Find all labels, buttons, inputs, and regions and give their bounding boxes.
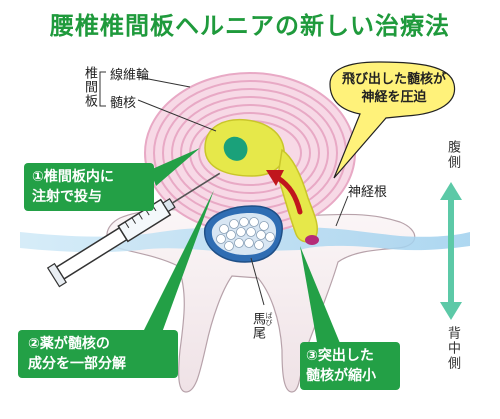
drug-spot <box>223 136 248 161</box>
step3-box <box>300 342 400 390</box>
callout-line-2: 神経を圧迫 <box>361 90 427 105</box>
callout-line-1: 飛び出した髄核が <box>341 72 446 87</box>
page-title: 腰椎椎間板ヘルニアの新しい治療法 <box>50 12 450 40</box>
step1-line-1: ①椎間板内に <box>32 169 114 185</box>
nucleus-leader <box>137 99 217 132</box>
step2-line-2: 成分を一部分解 <box>28 356 126 372</box>
compressed-nerve <box>305 235 319 245</box>
annulus-leader <box>137 76 191 88</box>
cauda-leader <box>250 257 265 306</box>
step2-text: ②薬が髄核の 成分を一部分解 <box>28 334 176 374</box>
annulus-label: 線維輪 <box>110 68 150 83</box>
direction-bottom-label: 背中側 <box>445 326 460 371</box>
direction-arrow <box>440 182 462 320</box>
callout-bubble <box>329 61 456 179</box>
step2-box <box>18 330 178 378</box>
step3-line-2: 髄核が縮小 <box>306 368 376 384</box>
step1-pointer <box>150 148 200 186</box>
step3-line-1: ③突出した <box>306 348 374 364</box>
nerve-root-leader <box>335 195 349 227</box>
red-arrow <box>275 175 303 215</box>
step1-text: ①椎間板内に 注射で投与 <box>32 167 150 207</box>
disc-bracket <box>99 71 106 107</box>
nucleus-label: 髄核 <box>110 96 137 111</box>
callout-text: 飛び出した髄核が 神経を圧迫 <box>336 71 452 107</box>
step2-pointer <box>140 190 214 338</box>
cauda-equina-label: 馬尾 <box>250 312 265 340</box>
syringe <box>46 172 221 288</box>
cauda-equina-ruby: ばび <box>265 312 273 326</box>
step3-text: ③突出した 髄核が縮小 <box>306 346 398 386</box>
nerve-root-label: 神経根 <box>348 185 388 200</box>
red-arrow-head <box>266 170 284 186</box>
disc-label: 椎間板 <box>82 66 97 108</box>
step1-line-2: 注射で投与 <box>32 189 102 205</box>
step2-line-1: ②薬が髄核の <box>28 336 110 352</box>
step3-pointer <box>300 246 342 348</box>
spinal-canal <box>204 205 283 263</box>
direction-top-label: 腹側 <box>445 140 460 170</box>
step1-box <box>24 163 154 211</box>
